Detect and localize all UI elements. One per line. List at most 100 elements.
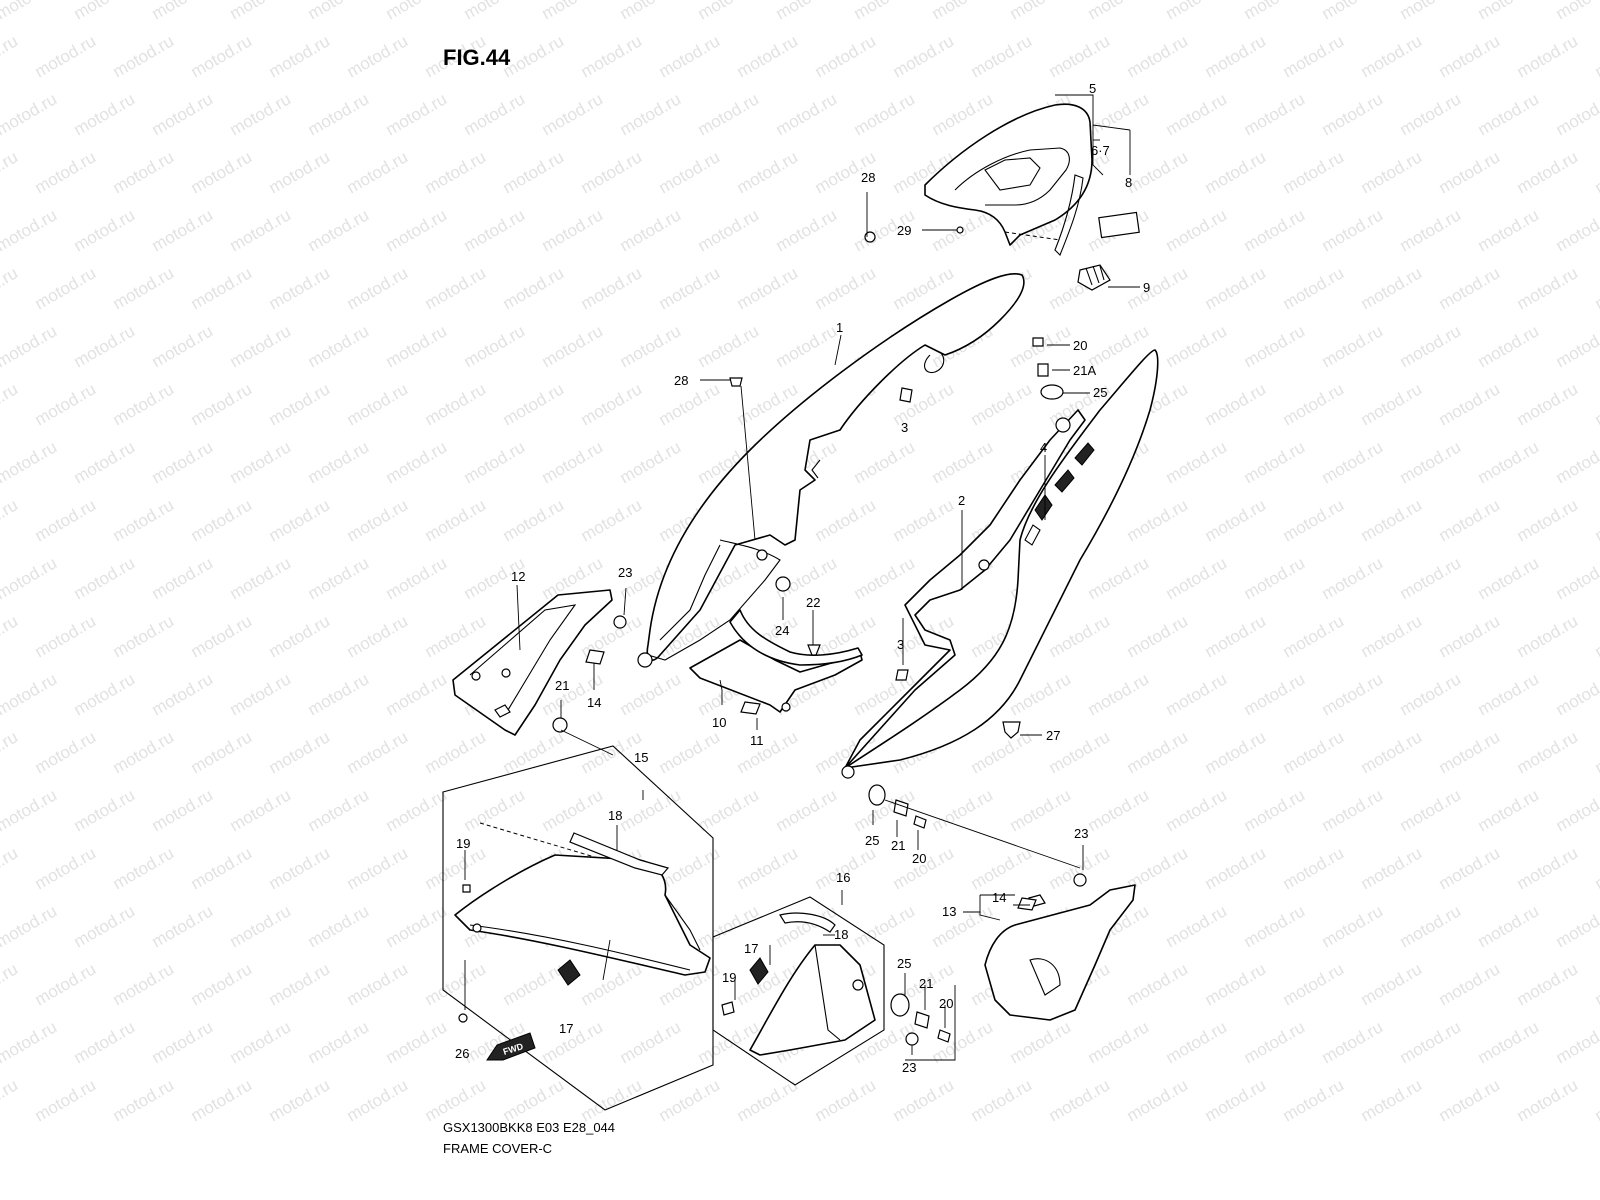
watermark-text: motod.ru (734, 147, 802, 197)
callout-1: 1 (836, 320, 843, 335)
watermark-text: motod.ru (0, 0, 60, 23)
watermark-text: motod.ru (1085, 553, 1153, 603)
watermark-text: motod.ru (1553, 553, 1600, 603)
watermark-text: motod.ru (461, 785, 529, 835)
watermark-text: motod.ru (1046, 31, 1114, 81)
callout-5: 5 (1089, 81, 1096, 96)
watermark-text: motod.ru (461, 321, 529, 371)
watermark-text: motod.ru (695, 89, 763, 139)
watermark-text: motod.ru (266, 263, 334, 313)
watermark-text: motod.ru (149, 437, 217, 487)
watermark-text: motod.ru (734, 1075, 802, 1125)
watermark-text: motod.ru (149, 553, 217, 603)
watermark-text: motod.ru (1592, 495, 1600, 545)
watermark-text: motod.ru (71, 901, 139, 951)
callout-4: 4 (1040, 440, 1047, 455)
watermark-text: motod.ru (812, 843, 880, 893)
watermark-text: motod.ru (578, 1075, 646, 1125)
watermark-text: motod.ru (1202, 495, 1270, 545)
watermark-text: motod.ru (1514, 843, 1582, 893)
watermark-text: motod.ru (71, 205, 139, 255)
watermark-text: motod.ru (773, 205, 841, 255)
watermark-text: motod.ru (1163, 785, 1231, 835)
watermark-text: motod.ru (578, 379, 646, 429)
watermark-text: motod.ru (1553, 785, 1600, 835)
watermark-text: motod.ru (461, 205, 529, 255)
callout-29: 29 (897, 223, 911, 238)
watermark-text: motod.ru (500, 495, 568, 545)
watermark-text: motod.ru (1358, 379, 1426, 429)
watermark-text: motod.ru (578, 31, 646, 81)
watermark-text: motod.ru (617, 1017, 685, 1067)
callout-25-upper: 25 (1093, 385, 1107, 400)
watermark-text: motod.ru (383, 437, 451, 487)
watermark-text: motod.ru (1241, 553, 1309, 603)
callout-19-right: 19 (722, 970, 736, 985)
watermark-text: motod.ru (32, 379, 100, 429)
watermark-text: motod.ru (1202, 1075, 1270, 1125)
watermark-text: motod.ru (0, 611, 21, 661)
watermark-text: motod.ru (851, 89, 919, 139)
watermark-text: motod.ru (812, 263, 880, 313)
watermark-text: motod.ru (773, 321, 841, 371)
watermark-text: motod.ru (110, 611, 178, 661)
watermark-text: motod.ru (1475, 785, 1543, 835)
watermark-text: motod.ru (71, 0, 139, 23)
watermark-text: motod.ru (1280, 379, 1348, 429)
watermark-text: motod.ru (773, 89, 841, 139)
watermark-text: motod.ru (1592, 379, 1600, 429)
watermark-text: motod.ru (656, 379, 724, 429)
watermark-text: motod.ru (149, 785, 217, 835)
watermark-text: motod.ru (1163, 321, 1231, 371)
watermark-text: motod.ru (539, 89, 607, 139)
watermark-text: motod.ru (1280, 611, 1348, 661)
watermark-text: motod.ru (1046, 611, 1114, 661)
watermark-text: motod.ru (188, 727, 256, 777)
watermark-text: motod.ru (1553, 205, 1600, 255)
watermark-text: motod.ru (617, 785, 685, 835)
part-frame-cover-2 (841, 349, 1159, 779)
watermark-text: motod.ru (188, 379, 256, 429)
callout-17-right: 17 (744, 941, 758, 956)
watermark-text: motod.ru (383, 901, 451, 951)
watermark-text: motod.ru (0, 495, 21, 545)
callout-2: 2 (958, 493, 965, 508)
watermark-text: motod.ru (149, 669, 217, 719)
watermark-text: motod.ru (266, 843, 334, 893)
watermark-text: motod.ru (1046, 1075, 1114, 1125)
watermark-text: motod.ru (110, 147, 178, 197)
watermark-text: motod.ru (110, 31, 178, 81)
watermark-text: motod.ru (1319, 669, 1387, 719)
watermark-text: motod.ru (1280, 727, 1348, 777)
watermark-text: motod.ru (1163, 89, 1231, 139)
watermark-text: motod.ru (0, 669, 60, 719)
watermark-text: motod.ru (0, 147, 21, 197)
callout-25-mid: 25 (865, 833, 879, 848)
figure-title: FIG.44 (443, 45, 511, 70)
watermark-text: motod.ru (968, 843, 1036, 893)
watermark-text: motod.ru (734, 727, 802, 777)
watermark-text: motod.ru (461, 89, 529, 139)
callout-23-left: 23 (618, 565, 632, 580)
watermark-text: motod.ru (656, 147, 724, 197)
watermark-text: motod.ru (1397, 1017, 1465, 1067)
watermark-text: motod.ru (1163, 1017, 1231, 1067)
watermark-text: motod.ru (734, 31, 802, 81)
watermark-text: motod.ru (227, 437, 295, 487)
watermark-text: motod.ru (344, 379, 412, 429)
watermark-text: motod.ru (1202, 147, 1270, 197)
part-frame-cover-1 (637, 273, 1025, 668)
watermark-text: motod.ru (422, 611, 490, 661)
watermark-text: motod.ru (1358, 959, 1426, 1009)
watermark-text: motod.ru (266, 959, 334, 1009)
watermark-text: motod.ru (227, 321, 295, 371)
watermark-text: motod.ru (1397, 321, 1465, 371)
watermark-text: motod.ru (188, 959, 256, 1009)
watermark-text: motod.ru (1436, 31, 1504, 81)
callout-28-mid: 28 (674, 373, 688, 388)
watermark-text: motod.ru (539, 205, 607, 255)
watermark-text: motod.ru (656, 263, 724, 313)
watermark-text: motod.ru (500, 959, 568, 1009)
watermark-text: motod.ru (1514, 263, 1582, 313)
part-group-16 (712, 896, 885, 1086)
